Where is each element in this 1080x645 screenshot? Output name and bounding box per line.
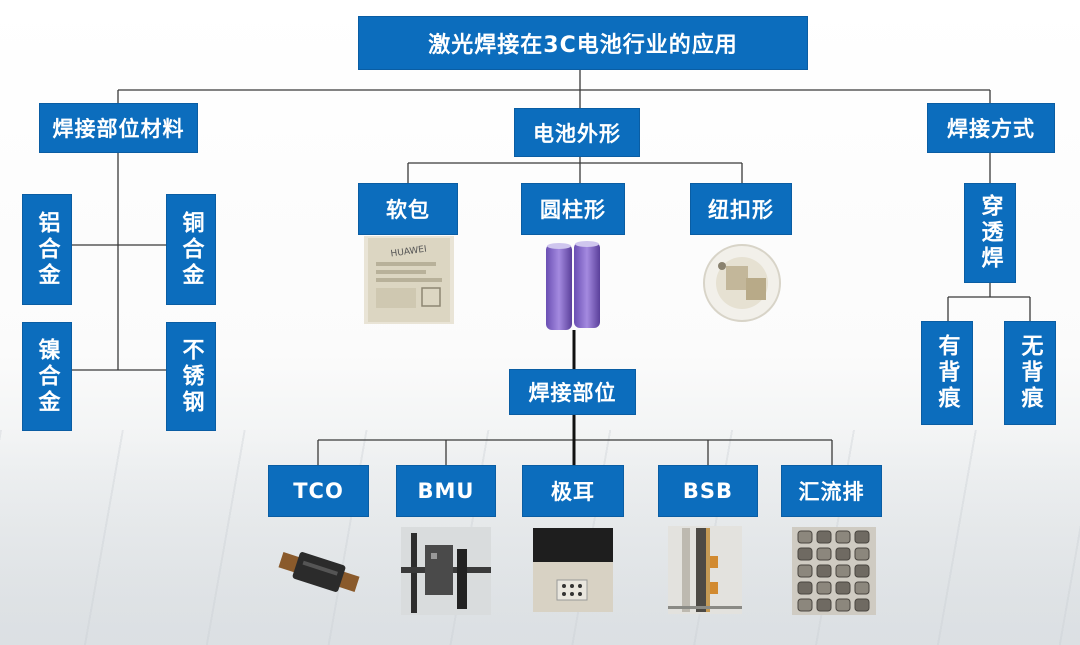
material-aluminum-box: 铝合金 xyxy=(22,194,72,305)
shape-cylinder: 圆柱形 xyxy=(540,194,606,224)
pos-bmu-box: BMU xyxy=(396,465,496,517)
tab-photo xyxy=(533,528,613,612)
shape-label: 电池外形 xyxy=(533,118,621,148)
title-box: 激光焊接在3C电池行业的应用 xyxy=(358,16,808,70)
material-copper: 铜合金 xyxy=(176,211,207,289)
method-box: 焊接方式 xyxy=(927,103,1055,153)
shape-pouch-box: 软包 xyxy=(358,183,458,235)
pos-busbar: 汇流排 xyxy=(799,476,865,506)
materials-label: 焊接部位材料 xyxy=(53,113,185,143)
with-mark: 有背痕 xyxy=(932,334,963,412)
pouch-battery-photo: HUAWEI xyxy=(364,236,454,324)
with-mark-box: 有背痕 xyxy=(921,321,973,425)
pos-tab-box: 极耳 xyxy=(522,465,624,517)
bsb-photo xyxy=(668,526,742,614)
material-nickel: 镍合金 xyxy=(32,338,63,416)
pos-tab: 极耳 xyxy=(551,476,595,506)
material-aluminum: 铝合金 xyxy=(32,211,63,289)
method-label: 焊接方式 xyxy=(947,113,1035,143)
busbar-photo xyxy=(792,527,876,615)
pos-tco: TCO xyxy=(293,479,344,503)
material-copper-box: 铜合金 xyxy=(166,194,216,305)
without-mark: 无背痕 xyxy=(1015,334,1046,412)
shape-cylinder-box: 圆柱形 xyxy=(521,183,625,235)
material-steel-box: 不锈钢 xyxy=(166,322,216,431)
button-battery-photo xyxy=(700,242,784,324)
shape-pouch: 软包 xyxy=(386,194,430,224)
pos-bmu: BMU xyxy=(418,479,475,503)
bmu-photo xyxy=(401,527,491,615)
material-nickel-box: 镍合金 xyxy=(22,322,72,431)
material-steel: 不锈钢 xyxy=(176,338,207,416)
without-mark-box: 无背痕 xyxy=(1004,321,1056,425)
penetration-weld: 穿透焊 xyxy=(975,194,1006,272)
shape-button: 纽扣形 xyxy=(708,194,774,224)
pos-busbar-box: 汇流排 xyxy=(781,465,882,517)
tco-photo xyxy=(275,540,363,604)
weld-position-label: 焊接部位 xyxy=(529,377,617,407)
penetration-weld-box: 穿透焊 xyxy=(964,183,1016,283)
shape-button-box: 纽扣形 xyxy=(690,183,792,235)
materials-box: 焊接部位材料 xyxy=(39,103,198,153)
shape-box: 电池外形 xyxy=(514,108,640,157)
weld-position-box: 焊接部位 xyxy=(509,369,636,415)
pos-bsb-box: BSB xyxy=(658,465,758,517)
cylindrical-battery-photo xyxy=(540,240,608,332)
title: 激光焊接在3C电池行业的应用 xyxy=(428,27,737,59)
pos-tco-box: TCO xyxy=(268,465,369,517)
pos-bsb: BSB xyxy=(683,479,733,503)
